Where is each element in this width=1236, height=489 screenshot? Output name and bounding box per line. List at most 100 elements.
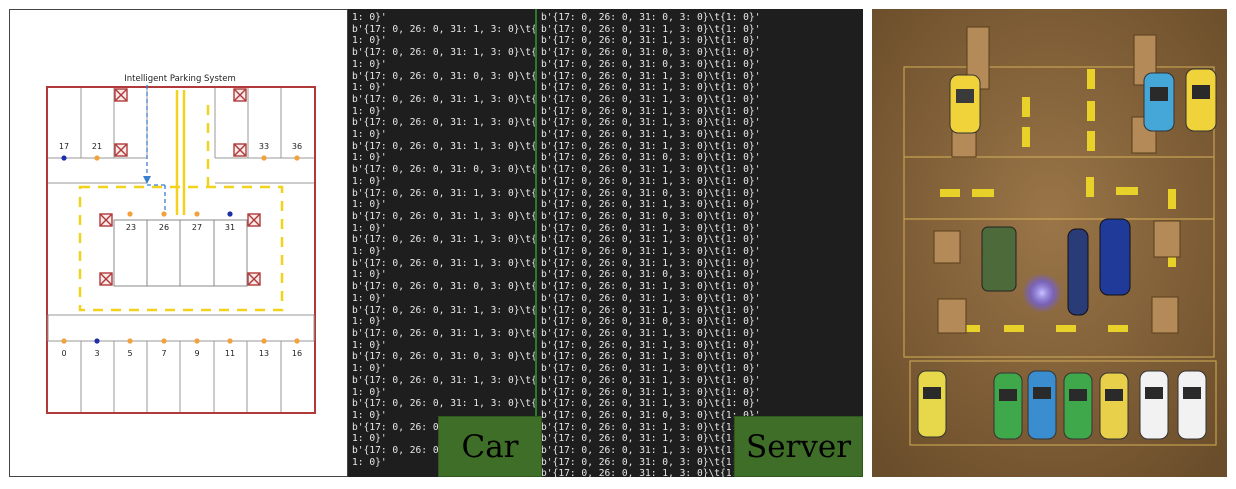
spot-dot-21	[94, 155, 100, 161]
server-terminal-line: b'{17: 0, 26: 0, 31: 1, 3: 0}\t{1: 0}'	[541, 199, 761, 211]
spot-label: 16	[292, 349, 302, 358]
server-terminal-line: b'{17: 0, 26: 0, 31: 1, 3: 0}\t{1: 0}'	[541, 351, 761, 363]
server-terminal-line: b'{17: 0, 26: 0, 31: 1, 3: 0}\t{1: 0}'	[541, 117, 761, 129]
car-terminal-line: b'{17: 0, 26: 0, 31: 1, 3: 0}\t{	[352, 117, 535, 129]
server-terminal-line: b'{17: 0, 26: 0, 31: 0, 3: 0}\t{1: 0}'	[541, 210, 761, 222]
parking-lot-photo-svg	[872, 9, 1227, 477]
spot-dot-9	[194, 338, 200, 344]
spot-label: 31	[225, 223, 235, 232]
route-path	[146, 85, 166, 215]
terminal-divider	[535, 9, 537, 477]
spot-dot-23	[127, 211, 133, 217]
obstacle-icon	[233, 88, 247, 102]
car-terminal-line: b'{17: 0, 26: 0, 31: 1, 3: 0}\t{	[352, 304, 535, 316]
car-label: Car	[438, 416, 542, 477]
server-terminal-line: b'{17: 0, 26: 0, 31: 1, 3: 0}\t{1: 0}'	[541, 363, 761, 375]
spot-dot-11	[227, 338, 233, 344]
lane-markings	[78, 90, 284, 312]
spot-label: 36	[292, 142, 302, 151]
spot-label: 13	[259, 349, 269, 358]
server-label: Server	[734, 416, 863, 477]
car-terminal-line: b'{17: 0, 26: 0, 31: 1, 3: 0}\t{	[352, 187, 535, 199]
led-light	[1022, 273, 1062, 313]
spot-dot-26	[161, 211, 167, 217]
server-terminal-line: b'{17: 0, 26: 0, 31: 1, 3: 0}\t{1: 0}'	[541, 105, 761, 117]
spot-label: 5	[127, 349, 132, 358]
car-terminal-line: b'{17: 0, 26: 0, 31: 1, 3: 0}\t{	[352, 374, 535, 386]
toy-cars	[917, 68, 1217, 440]
car-terminal-line: 1: 0}'	[352, 339, 387, 351]
server-terminal-line: b'{17: 0, 26: 0, 31: 0, 3: 0}\t{1: 0}'	[541, 316, 761, 328]
spot-dot-13	[261, 338, 267, 344]
server-terminal-line: b'{17: 0, 26: 0, 31: 1, 3: 0}\t{1: 0}'	[541, 304, 761, 316]
spot-label: 9	[194, 349, 199, 358]
server-terminal-line: b'{17: 0, 26: 0, 31: 1, 3: 0}\t{1: 0}'	[541, 398, 761, 410]
spot-dot-31	[227, 211, 233, 217]
car-terminal-output[interactable]: 1: 0}'b'{17: 0, 26: 0, 31: 1, 3: 0}\t{1:…	[348, 9, 535, 477]
car-terminal-line: b'{17: 0, 26: 0, 31: 0, 3: 0}\t{	[352, 164, 535, 176]
spot-label: 17	[59, 142, 69, 151]
spot-label: 26	[159, 223, 169, 232]
spot-label: 33	[259, 142, 269, 151]
server-terminal-line: b'{17: 0, 26: 0, 31: 1, 3: 0}\t{1: 0}'	[541, 246, 761, 258]
server-terminal-line: b'{17: 0, 26: 0, 31: 1, 3: 0}\t{1: 0}'	[541, 129, 761, 141]
car-terminal-line: b'{17: 0, 26: 0, 31: 1, 3: 0}\t{	[352, 47, 535, 59]
spot-label: 23	[126, 223, 136, 232]
server-terminal-line: b'{17: 0, 26: 0, 31: 1, 3: 0}\t{1: 0}'	[541, 257, 761, 269]
server-terminal-output[interactable]: b'{17: 0, 26: 0, 31: 0, 3: 0}\t{1: 0}'b'…	[537, 9, 863, 477]
server-terminal-line: b'{17: 0, 26: 0, 31: 1, 3: 0}\t{1: 0}'	[541, 386, 761, 398]
car-terminal-line: b'{17: 0, 26: 0, 31: 1, 3: 0}\t{	[352, 234, 535, 246]
car-terminal-line: b'{17: 0, 26: 0, 31: 1, 3: 0}\t{	[352, 398, 535, 410]
spot-dot-17	[61, 155, 67, 161]
server-terminal-line: b'{17: 0, 26: 0, 31: 0, 3: 0}\t{1: 0}'	[541, 409, 761, 421]
spot-dots	[61, 155, 300, 344]
car-terminal-line: 1: 0}'	[352, 82, 387, 94]
car-terminal-line: 1: 0}'	[352, 222, 387, 234]
server-terminal-line: b'{17: 0, 26: 0, 31: 1, 3: 0}\t{1: 0}'	[541, 222, 761, 234]
car-terminal-line: 1: 0}'	[352, 409, 387, 421]
obstacle-icon	[99, 272, 113, 286]
server-terminal-line: b'{17: 0, 26: 0, 31: 0, 3: 0}\t{1: 0}'	[541, 47, 761, 59]
server-terminal-line: b'{17: 0, 26: 0, 31: 1, 3: 0}\t{1: 0}'	[541, 164, 761, 176]
car-terminal-line: b'{17: 0, 26: 0, 31: 1, 3: 0}\t{	[352, 23, 535, 35]
server-terminal-line: b'{17: 0, 26: 0, 31: 0, 3: 0}\t{1: 0}'	[541, 269, 761, 281]
car-terminal-line: 1: 0}'	[352, 386, 387, 398]
car-terminal-line: 1: 0}'	[352, 199, 387, 211]
server-terminal-line: b'{17: 0, 26: 0, 31: 1, 3: 0}\t{1: 0}'	[541, 292, 761, 304]
spot-dot-0	[61, 338, 67, 344]
server-terminal-line: b'{17: 0, 26: 0, 31: 0, 3: 0}\t{1: 0}'	[541, 12, 761, 23]
spot-dot-5	[127, 338, 133, 344]
spot-dot-27	[194, 211, 200, 217]
obstacle-icon	[247, 272, 261, 286]
parking-lot-photo	[872, 9, 1227, 477]
obstacle-icon	[247, 213, 261, 227]
tape-markings	[940, 69, 1176, 332]
spot-label: 27	[192, 223, 202, 232]
car-terminal-line: 1: 0}'	[352, 292, 387, 304]
parking-diagram: Intelligent Parking System	[46, 74, 316, 414]
server-terminal-line: b'{17: 0, 26: 0, 31: 1, 3: 0}\t{1: 0}'	[541, 35, 761, 47]
spot-label: 3	[94, 349, 99, 358]
server-terminal-line: b'{17: 0, 26: 0, 31: 0, 3: 0}\t{1: 0}'	[541, 152, 761, 164]
spot-dot-7	[161, 338, 167, 344]
car-terminal-line: 1: 0}'	[352, 316, 387, 328]
car-terminal-line: b'{17: 0, 26: 0, 31: 1, 3: 0}\t{	[352, 210, 535, 222]
parking-diagram-panel: Intelligent Parking System	[9, 9, 348, 477]
spot-dot-16	[294, 338, 300, 344]
car-terminal-line: b'{17: 0, 26: 0, 31: 0, 3: 0}\t{	[352, 351, 535, 363]
server-terminal-line: b'{17: 0, 26: 0, 31: 1, 3: 0}\t{1: 0}'	[541, 175, 761, 187]
spot-label: 7	[161, 349, 166, 358]
car-terminal-line: 1: 0}'	[352, 363, 387, 375]
car-terminal-line: 1: 0}'	[352, 58, 387, 70]
server-terminal-line: b'{17: 0, 26: 0, 31: 1, 3: 0}\t{1: 0}'	[541, 82, 761, 94]
server-terminal-line: b'{17: 0, 26: 0, 31: 0, 3: 0}\t{1: 0}'	[541, 58, 761, 70]
spot-dot-3	[94, 338, 100, 344]
car-terminal-line: 1: 0}'	[352, 175, 387, 187]
obstacle-icon	[99, 213, 113, 227]
car-terminal-line: 1: 0}'	[352, 105, 387, 117]
spot-dot-33	[261, 155, 267, 161]
car-terminal-line: b'{17: 0, 26: 0, 31: 0, 3: 0}\t{	[352, 281, 535, 293]
server-terminal-line: b'{17: 0, 26: 0, 31: 1, 3: 0}\t{1: 0}'	[541, 374, 761, 386]
car-terminal-line: b'{17: 0, 26: 0, 31: 1, 3: 0}\t{	[352, 257, 535, 269]
spot-label: 0	[61, 349, 66, 358]
